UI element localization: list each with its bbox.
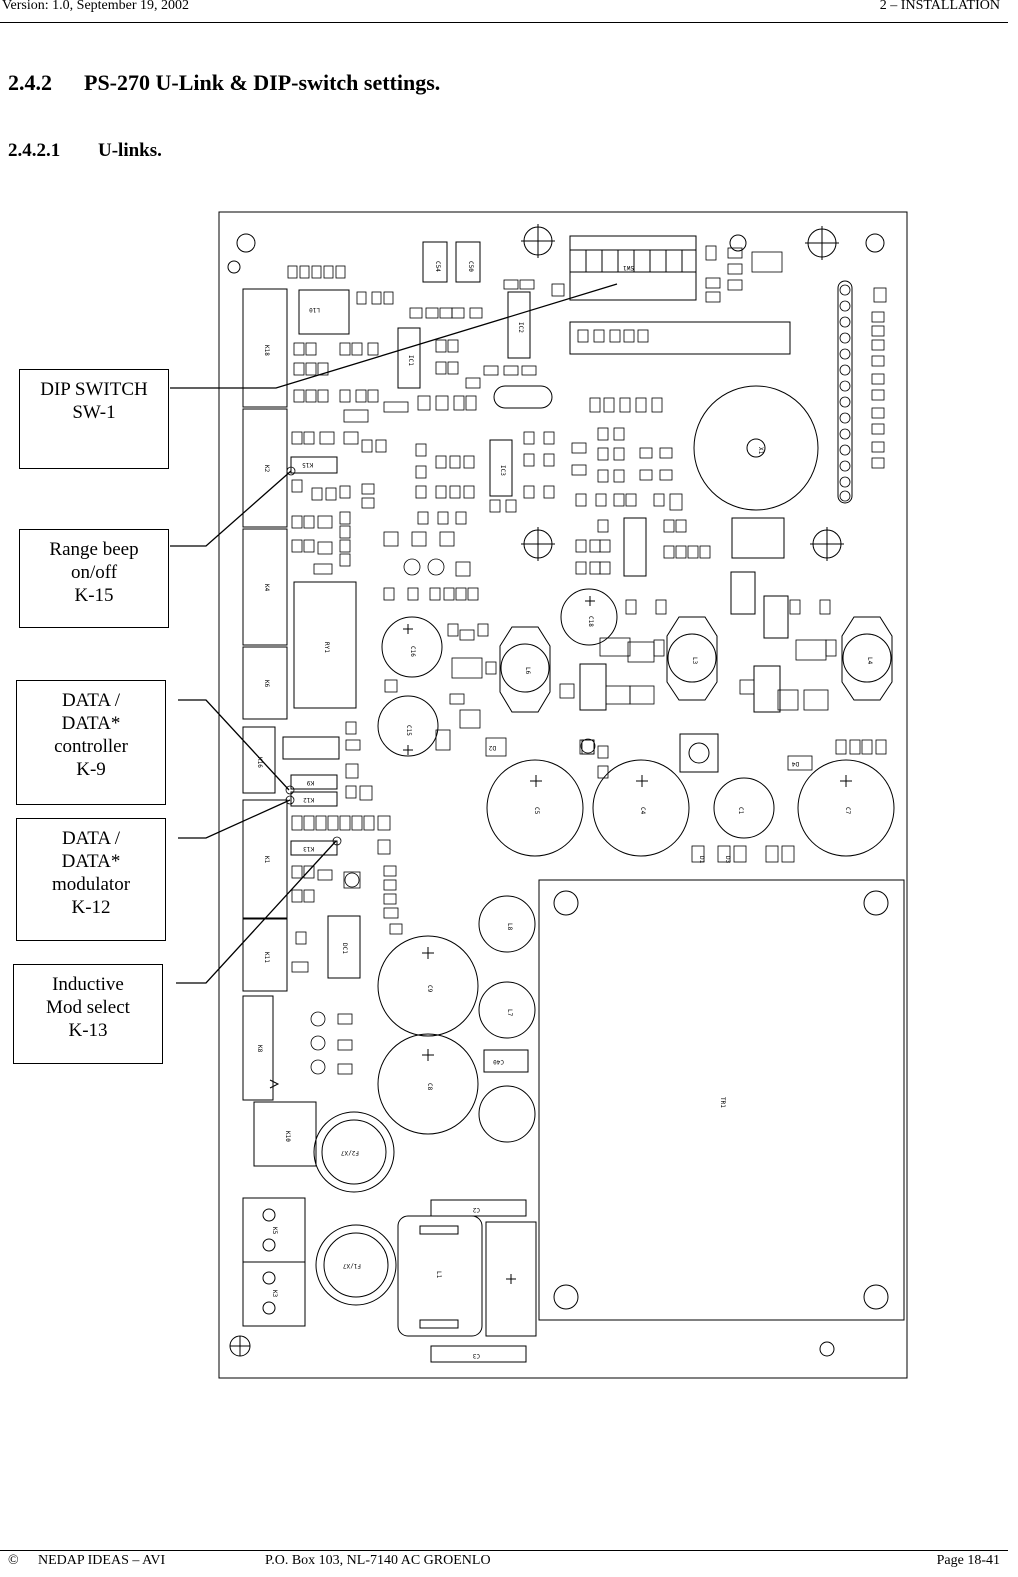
ic3-label: IC3 (499, 465, 506, 476)
subsection-heading: 2.4.2.1 U-links. (8, 140, 162, 162)
c8-label: C8 (426, 1083, 433, 1091)
l1-label: L1 (435, 1271, 442, 1279)
callout-line: modulator (51, 874, 131, 895)
header-rule (0, 22, 1008, 23)
pcb-outline (218, 211, 908, 1379)
callout-data-modulator: DATA / DATA* modulator K-12 (16, 818, 166, 941)
c50-label: C50 (467, 261, 474, 272)
leader-line-k15 (170, 470, 292, 547)
k2-label: K2 (263, 465, 270, 473)
footer-company: NEDAP IDEAS – AVI (38, 1553, 166, 1568)
mounting-hole (236, 233, 256, 253)
leader-line-k12 (178, 799, 291, 839)
ic2-label: IC2 (517, 322, 524, 333)
c3-label: C3 (472, 1352, 480, 1359)
callout-line: Inductive (52, 974, 124, 995)
c18-label: C18 (587, 616, 594, 627)
k12-label: K12 (303, 796, 314, 803)
section-heading: 2.4.2 PS-270 U-Link & DIP-switch settings… (8, 70, 440, 96)
k10-label: K10 (284, 1131, 291, 1142)
k3-label: K3 (271, 1290, 278, 1298)
l8-label: L8 (506, 923, 513, 931)
callout-range-beep: Range beep on/off K-15 (19, 529, 169, 628)
dc1-label: DC1 (341, 943, 348, 954)
tr1-label: TR1 (719, 1097, 726, 1108)
l10-label: L10 (309, 306, 320, 313)
callout-line: DATA / (61, 690, 121, 711)
subsection-title: U-links. (98, 140, 162, 161)
l4-label: L4 (866, 657, 873, 665)
c7-label: C7 (844, 807, 851, 815)
sw1-label: SW1 (623, 264, 634, 271)
d2-label: D2 (488, 744, 496, 751)
c9-label: C9 (426, 985, 433, 993)
k6-label: K6 (263, 680, 270, 688)
header-chapter: 2 – INSTALLATION (879, 0, 1000, 13)
callout-line: controller (54, 736, 128, 757)
footer-copyright: © (8, 1553, 19, 1568)
k1-label: K1 (263, 856, 270, 864)
ic1-label: IC1 (407, 355, 414, 366)
callout-line: DATA* (61, 851, 121, 872)
c2-label: C2 (472, 1206, 480, 1213)
callout-line: Mod select (46, 997, 130, 1018)
c5-label: C5 (533, 807, 540, 815)
leader-line-sw1 (170, 283, 618, 389)
callout-data-controller: DATA / DATA* controller K-9 (16, 680, 166, 805)
footer-page-number: Page 18-41 (936, 1553, 1000, 1568)
c54-label: C54 (434, 261, 441, 272)
footer-address: P.O. Box 103, NL-7140 AC GROENLO (265, 1553, 491, 1568)
k8-label: K8 (256, 1045, 263, 1053)
d4-label: D4 (791, 760, 799, 767)
callout-dip-switch: DIP SWITCH SW-1 (19, 369, 169, 469)
leader-line-k9 (178, 699, 290, 791)
f2-label: F2/X7 (341, 1149, 359, 1156)
leader-line-k13 (176, 840, 337, 984)
callout-line: K-13 (68, 1020, 108, 1041)
f1-label: F1/X7 (343, 1262, 361, 1269)
callout-line: DIP SWITCH (40, 379, 148, 400)
c4-label: C4 (639, 807, 646, 815)
footer-rule (0, 1550, 1008, 1551)
callout-line: K-12 (71, 897, 111, 918)
section-title: PS-270 U-Link & DIP-switch settings. (84, 70, 441, 95)
l7-label: L7 (506, 1009, 513, 1017)
k15-label: K15 (302, 461, 313, 468)
d1-label: D1 (698, 856, 705, 864)
callout-line: Range beep (49, 539, 139, 560)
callout-line: K-9 (76, 759, 106, 780)
callout-line: DATA / (61, 828, 121, 849)
ry1-label: RY1 (323, 642, 330, 653)
k5-label: K5 (271, 1227, 278, 1235)
callout-line: SW-1 (72, 402, 116, 423)
d3-label: D3 (724, 856, 731, 864)
k4-label: K4 (263, 584, 270, 592)
c40-label: C40 (493, 1058, 504, 1065)
section-number: 2.4.2 (8, 70, 52, 95)
callout-line: on/off (70, 562, 118, 583)
c15-label: C15 (405, 725, 412, 736)
x1-label: X1 (757, 447, 764, 455)
k13-label: K13 (303, 845, 314, 852)
header-version: Version: 1.0, September 19, 2002 (2, 0, 190, 13)
subsection-number: 2.4.2.1 (8, 140, 61, 161)
c16-label: C16 (409, 646, 416, 657)
k9-label: K9 (306, 779, 314, 786)
l6-label: L6 (524, 667, 531, 675)
callout-inductive-mod: Inductive Mod select K-13 (13, 964, 163, 1064)
callout-line: K-15 (74, 585, 114, 606)
c1-label: C1 (737, 807, 744, 815)
k16-label: K16 (256, 757, 263, 768)
l3-label: L3 (691, 657, 698, 665)
k11-label: K11 (263, 952, 270, 963)
callout-line: DATA* (61, 713, 121, 734)
k18-label: K18 (263, 345, 270, 356)
